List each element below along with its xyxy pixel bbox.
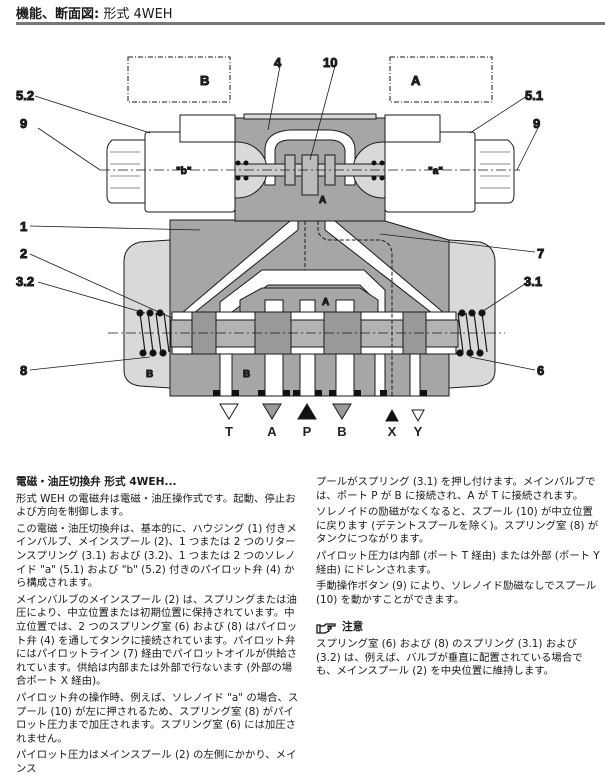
solenoid-label-a: "a" [428,166,443,177]
pilot-line-7 [304,221,393,396]
port-y-label: Y [414,424,423,439]
callout-3-1: 3.1 [524,274,542,289]
pilot-cover [243,113,377,120]
paragraph: ソレノイドの励磁がなくなると、スプール (10) が中立位置に戻ります (デテン… [316,506,599,546]
connector-plug-left [127,56,231,103]
section-mark-a-main: A [322,297,329,308]
paragraph: 手動操作ボタン (9) により、ソレノイド励磁なしでスプール (10) を動かす… [316,580,597,606]
port-y-symbol [411,409,425,423]
port-p-symbol [297,403,317,420]
pointing-hand-icon [316,622,336,634]
port-t-label: T [225,424,233,439]
connector-label-b: B [200,73,209,88]
port-b-symbol [332,403,352,420]
note-heading-text: 注意 [342,621,364,634]
callout-6: 6 [537,363,544,378]
right-column: プールがスプリング (3.1) を押し付けます。メインバルブでは、ポート P が… [316,476,600,682]
pilot-channel [264,129,356,186]
sectional-diagram: 4 10 5.2 9 5.1 9 1 2 3.2 8 7 3.1 6 B A "… [16,55,545,440]
title-rule [16,22,605,25]
section-mark-b-right: B [243,369,250,380]
paragraph: 形式 WEH の電磁弁は電磁・油圧操作式です。起動、停止および方向を制御します。 [16,492,296,519]
section-mark-b-left: B [146,369,153,380]
connector-base-right [384,114,441,143]
manual-button-left [106,139,146,204]
paragraph: プールがスプリング (3.1) を押し付けます。メインバルブでは、ポート P が… [316,476,596,502]
left-column: 電磁・油圧切換弁 形式 4WEH... 形式 WEH の電磁弁は電磁・油圧操作式… [16,476,302,779]
callout-7: 7 [537,246,544,261]
callout-9-left: 9 [20,116,27,131]
callout-5-1: 5.1 [525,88,543,103]
callout-4: 4 [274,55,282,70]
port-x-label: X [388,424,397,439]
port-b-label: B [337,424,346,439]
section-mark-a-top: A [319,195,326,206]
callout-3-2: 3.2 [16,274,34,289]
port-p-label: P [303,424,312,439]
callout-5-2: 5.2 [16,88,34,103]
paragraph: パイロット圧力はメインスプール (2) の左側にかかり、メインス [16,749,297,775]
page-title: 機能、断面図: 形式 4WEH [16,3,173,22]
callout-8: 8 [20,363,27,378]
connector-base-left [179,114,236,143]
paragraph: パイロット圧力は内部 (ポート T 経由) または外部 (ポート Y 経由) に… [316,549,600,576]
connector-label-a: A [411,73,421,88]
pilot-spool-land [301,154,319,196]
port-seals [213,390,427,396]
port-y-channel [409,349,421,397]
spring-3-2 [136,309,170,357]
callout-10: 10 [323,55,337,70]
port-a-symbol [262,403,282,420]
leader-lines [29,65,539,371]
paragraph: メインバルブのメインスプール (2) は、スプリングまたは油圧により、中立位置ま… [16,593,298,688]
port-x-symbol [385,408,399,422]
title-bold: 機能、断面図: [16,7,100,22]
spring-3-1 [456,309,488,357]
button-grooves [110,151,510,189]
paragraph: パイロット弁の操作時、例えば、ソレノイド "a" の場合、スプール (10) が… [16,691,299,745]
solenoid-label-b: "b" [176,166,192,177]
port-t-symbol [219,403,239,420]
note-heading: 注意 [316,621,600,635]
callout-1: 1 [20,219,27,234]
callout-9-right: 9 [533,116,540,131]
title-rest: 形式 4WEH [99,7,173,22]
port-a-label: A [267,424,277,439]
callout-2: 2 [20,246,27,261]
paragraph: この電磁・油圧切換弁は、基本的に、ハウジング (1) 付きメインバルブ、メインス… [16,522,297,590]
connector-plug-right [389,56,493,103]
note-text: スプリング室 (6) および (8) のスプリング (3.1) および (3.2… [316,637,583,678]
manual-button-right [474,139,515,204]
section-heading: 電磁・油圧切換弁 形式 4WEH... [16,476,177,488]
